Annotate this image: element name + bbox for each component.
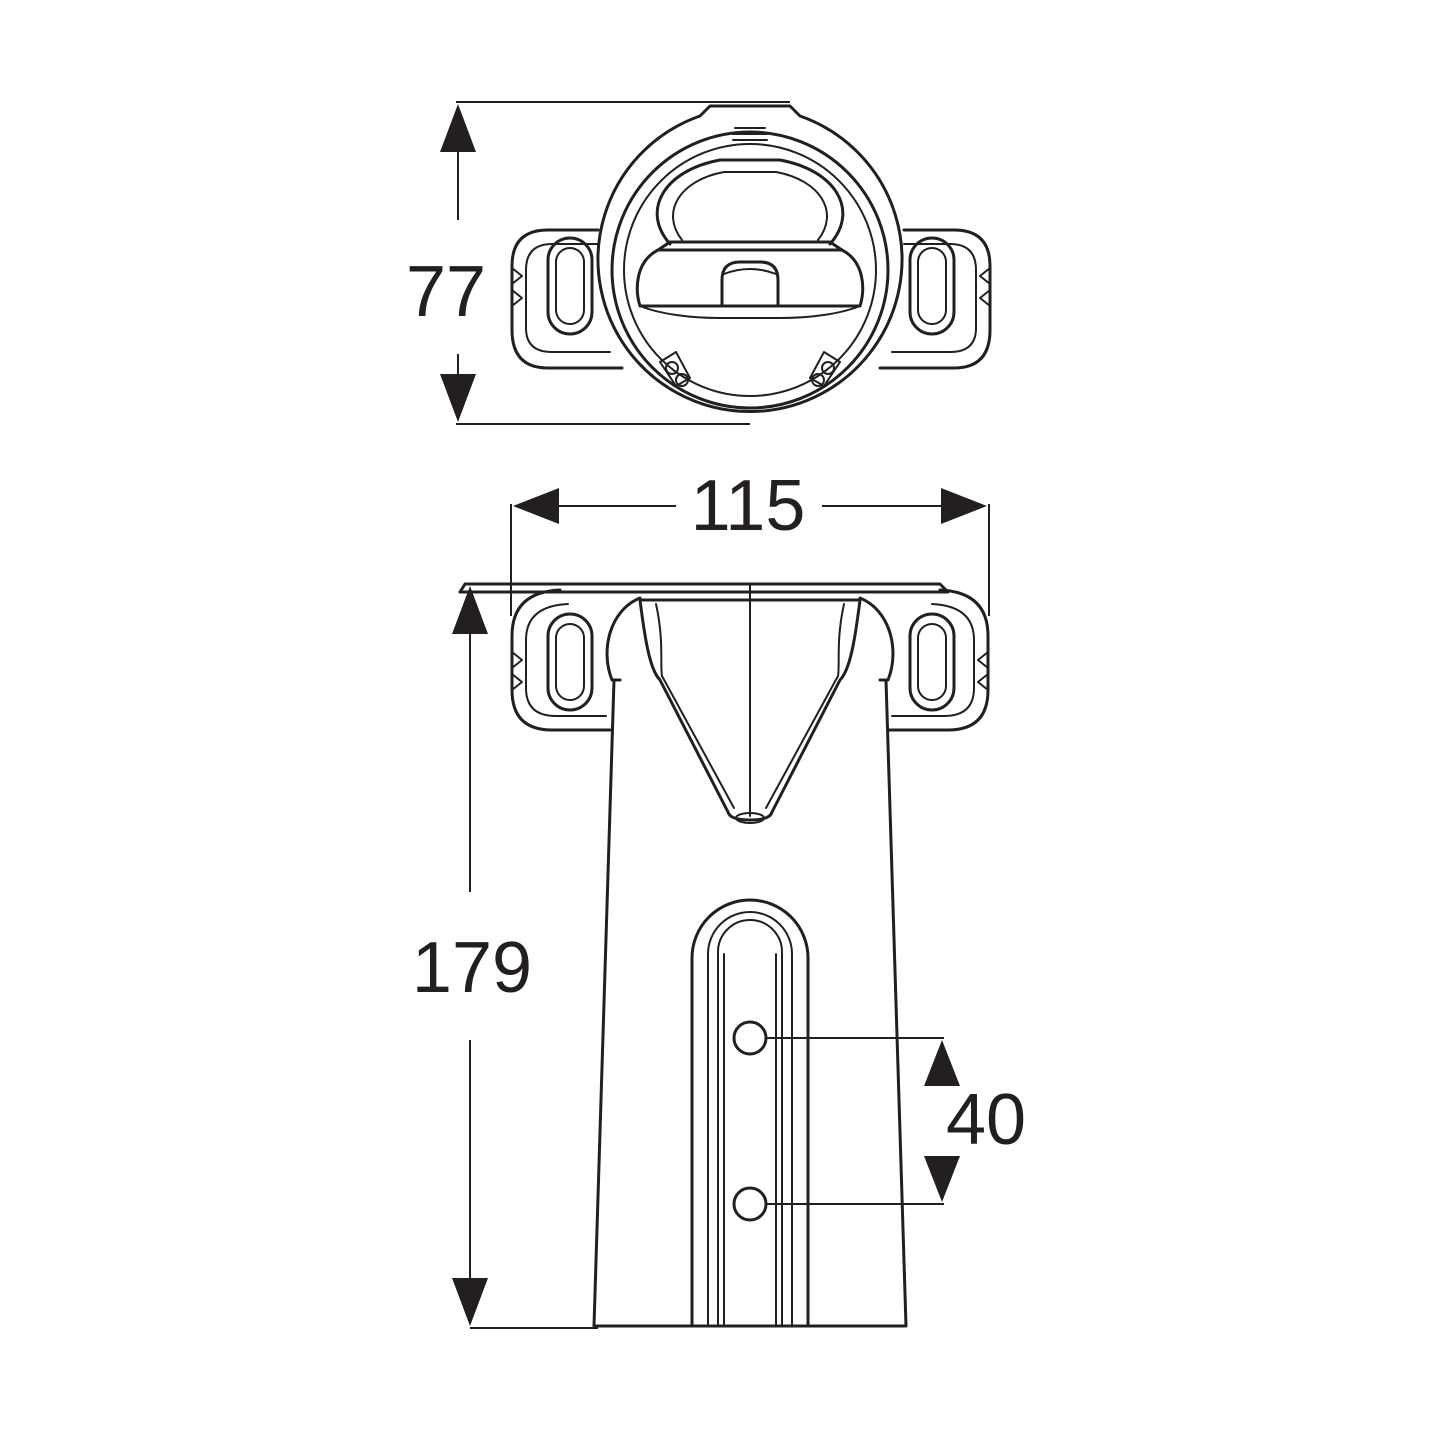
front-view-right-slot: [908, 612, 956, 712]
top-view-right-slot: [908, 236, 956, 336]
front-view-cone-inner: [655, 603, 845, 809]
top-view-right-clip: [809, 351, 841, 387]
dimension-77: 77: [406, 101, 790, 425]
front-view-cone-outlet: [735, 812, 765, 824]
front-view-slot-mid: [707, 911, 793, 1327]
dimension-40-arrow-bottom: [924, 1156, 960, 1202]
dimension-40: 40: [766, 1037, 1026, 1205]
top-view-spout-top: [723, 268, 777, 275]
dimension-77-arrow-bottom: [440, 374, 476, 422]
dimension-77-label: 77: [406, 252, 486, 332]
front-view-right-shoulder: [858, 596, 895, 682]
top-view-bar: [656, 240, 844, 252]
top-view-left-slot: [546, 236, 594, 336]
top-view-left-clip: [659, 351, 691, 387]
front-view-right-flange-inner: [891, 603, 975, 717]
dimension-115-arrow-left: [513, 488, 559, 524]
front-view-left-flange-inner: [525, 603, 607, 717]
top-view-left-slot-inner: [555, 247, 585, 325]
top-view: [510, 104, 992, 414]
top-view-left-flange-inner: [525, 243, 611, 353]
top-view-right-flange-inner: [891, 243, 977, 353]
top-view-vent: [732, 127, 768, 141]
front-view-slot-outer: [690, 898, 810, 1328]
top-view-outer-ring: [596, 104, 904, 414]
top-view-dome: [655, 158, 845, 246]
dimension-179-arrow-top: [452, 586, 488, 634]
front-view-right-slot-inner: [917, 623, 947, 701]
top-view-spout: [720, 260, 780, 308]
top-view-left-flange: [510, 228, 624, 370]
front-view-lower-hole: [732, 1186, 768, 1222]
front-view-right-flange: [886, 588, 990, 732]
dimension-179: 179: [412, 586, 598, 1329]
top-view-right-slot-inner: [917, 247, 947, 325]
top-view-dome-inner: [672, 171, 828, 241]
top-view-basin-lower: [639, 305, 861, 319]
front-view-left-notch: [511, 651, 523, 691]
dimension-179-label: 179: [412, 928, 532, 1008]
front-view-left-slot: [546, 612, 594, 712]
top-view-ring-middle: [610, 130, 890, 410]
dimension-115: 115: [510, 466, 990, 616]
dimension-115-label: 115: [691, 466, 806, 546]
dimension-115-arrow-right: [941, 488, 987, 524]
top-view-left-notch: [511, 267, 523, 307]
front-view-right-notch: [977, 651, 989, 691]
top-view-right-flange: [878, 228, 992, 370]
top-view-ring-inner: [623, 143, 877, 397]
front-view-body: [592, 678, 908, 1328]
front-view-plate-top: [458, 582, 950, 594]
top-view-basin: [635, 248, 865, 308]
front-view-cone: [638, 598, 862, 822]
front-view-left-shoulder: [605, 596, 642, 682]
front-view-upper-hole: [732, 1020, 768, 1056]
front-view-slot-inner2: [723, 953, 777, 1327]
dimension-40-arrow-top: [924, 1040, 960, 1086]
front-view-left-flange: [510, 588, 612, 732]
front-view-slot-inner: [717, 919, 783, 1327]
top-view-right-notch: [979, 267, 991, 307]
dimension-40-label: 40: [946, 1080, 1026, 1160]
front-view: [458, 582, 990, 1328]
dimension-179-arrow-bottom: [452, 1278, 488, 1326]
front-view-left-slot-inner: [555, 623, 585, 701]
dimension-77-arrow-top: [440, 104, 476, 152]
